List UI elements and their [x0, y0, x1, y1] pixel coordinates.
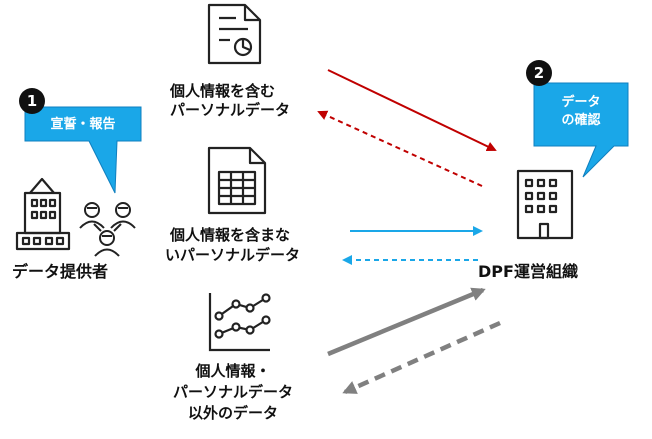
provider-step-badge: 1	[19, 88, 45, 114]
people-icon	[79, 202, 136, 257]
organization-callout-line1: データ	[561, 95, 601, 110]
gray-flow-arrow	[327, 287, 486, 357]
provider-callout-label: 宣誓・報告	[50, 117, 116, 132]
data-type-label-other-line1: 個人情報・	[195, 362, 271, 380]
organization-callout-line2: の確認	[561, 113, 601, 128]
provider-name: データ提供者	[12, 262, 109, 281]
data-type-label-personal-info-line2: パーソナルデータ	[170, 101, 291, 119]
line-chart-icon	[208, 293, 271, 352]
organization-name: DPF運営組織	[478, 262, 578, 281]
red-flow-arrow	[327, 69, 497, 152]
red-return-arrow	[317, 110, 483, 187]
spreadsheet-icon	[207, 146, 267, 215]
provider-callout	[24, 106, 142, 194]
data-type-label-other-line3: 以外のデータ	[187, 404, 278, 422]
document-icon	[207, 3, 262, 65]
organization-step-badge: 2	[526, 60, 552, 86]
organization-callout	[533, 82, 629, 178]
data-type-label-personal-info-line1: 個人情報を含む	[170, 82, 276, 100]
house-icon	[15, 177, 71, 251]
data-type-label-other-line2: パーソナルデータ	[172, 383, 293, 401]
gray-return-arrow	[342, 320, 501, 395]
data-type-label-non-personal-info-line2: いパーソナルデータ	[165, 246, 301, 264]
data-type-label-non-personal-info-line1: 個人情報を含まな	[170, 226, 291, 244]
building-icon	[516, 169, 574, 240]
